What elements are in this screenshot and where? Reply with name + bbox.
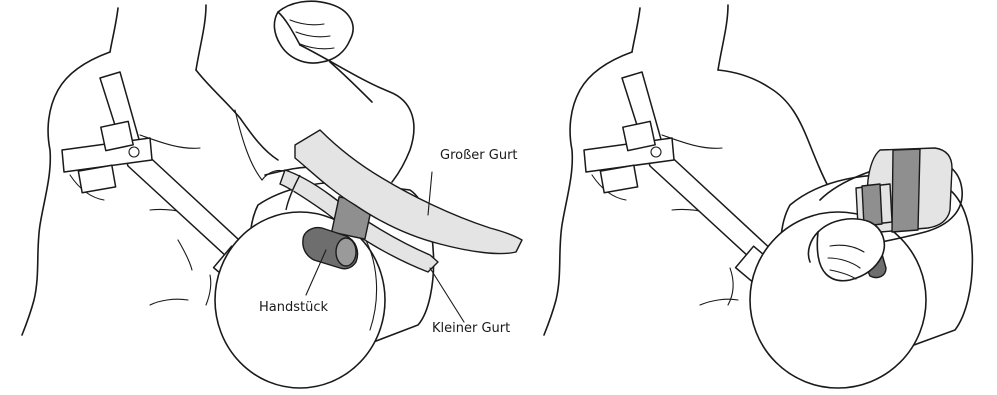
small-strap-label: Kleiner Gurt	[432, 321, 510, 337]
large-strap-label: Großer Gurt	[440, 148, 518, 164]
right-panel	[544, 5, 972, 388]
small-strap-leader	[430, 268, 464, 322]
shoulder-harness-right	[584, 72, 788, 285]
handpiece-label: Handstück	[259, 300, 328, 316]
